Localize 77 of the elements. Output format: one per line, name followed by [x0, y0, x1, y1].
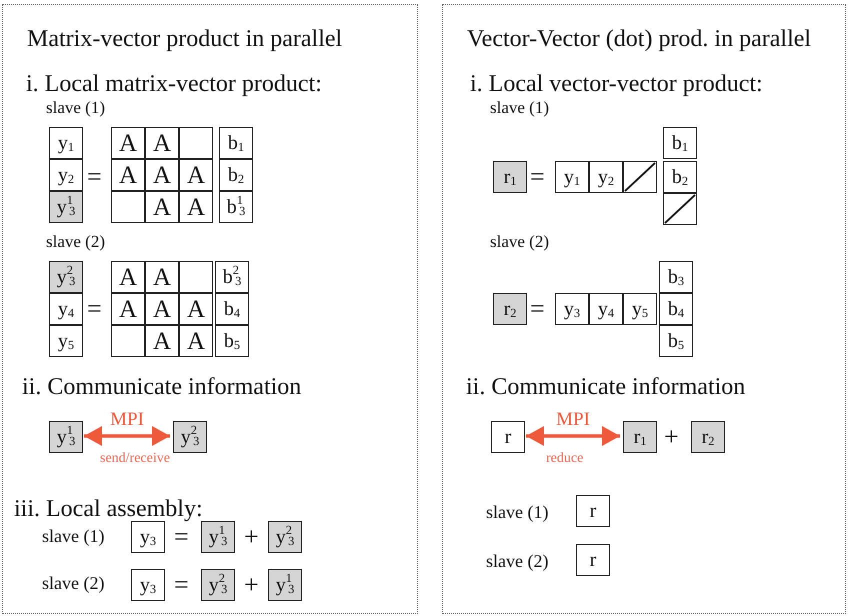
math-operator: +: [244, 572, 259, 598]
value-box: r$_{1}$: [623, 421, 657, 453]
value-box: r$_{1}$: [493, 161, 527, 193]
matrix-cell: b$_{4}$: [215, 293, 249, 325]
matrix-cell: y$_{3}$: [555, 293, 589, 325]
value-box: r: [576, 495, 610, 527]
matrix-cell: A: [145, 191, 179, 223]
dotted-panel: [442, 4, 846, 614]
step-text: i. Local vector-vector product:: [470, 72, 763, 96]
matrix-cell: A: [111, 293, 145, 325]
matrix-cell: y$_{2}$: [49, 159, 83, 191]
matrix-cell: b$_{3}$: [659, 261, 693, 293]
matrix-cell: y$_{1}$: [555, 161, 589, 193]
value-box: y$_{3}$: [131, 521, 165, 553]
edge-note: send/receive: [100, 452, 170, 466]
matrix-cell: A: [179, 325, 213, 357]
matrix-cell: A: [179, 159, 213, 191]
matrix-cell: A: [145, 293, 179, 325]
value-box: r$_{2}$: [493, 293, 527, 325]
step-text: slave (1): [486, 503, 548, 521]
matrix-cell: y$_{4}$: [49, 293, 83, 325]
matrix-cell: b$_{5}$: [215, 325, 249, 357]
math-operator: =: [174, 572, 189, 598]
panel-title: Vector-Vector (dot) prod. in parallel: [467, 27, 812, 51]
matrix-cell: y$_{5}$: [49, 325, 83, 357]
step-text: slave (1): [490, 99, 550, 116]
step-text: ii. Communicate information: [466, 375, 746, 399]
value-box: r: [491, 421, 525, 453]
math-operator: =: [87, 164, 102, 190]
matrix-cell: [179, 127, 213, 159]
matrix-cell: b$_{2}$: [219, 159, 253, 191]
matrix-cell: A: [111, 159, 145, 191]
step-text: slave (2): [42, 574, 104, 592]
math-operator: =: [530, 164, 545, 190]
matrix-cell: [111, 191, 145, 223]
math-operator: =: [87, 296, 102, 322]
matrix-cell: A: [145, 159, 179, 191]
matrix-cell: [179, 261, 213, 293]
matrix-cell: b$_{4}$: [659, 293, 693, 325]
step-text: slave (1): [46, 99, 106, 116]
matrix-cell: [111, 325, 145, 357]
matrix-cell: A: [179, 191, 213, 223]
panel-title: Matrix-vector product in parallel: [27, 27, 342, 51]
step-text: ii. Communicate information: [22, 375, 302, 399]
value-box: r: [576, 544, 610, 576]
math-operator: =: [174, 524, 189, 550]
double-arrow: [84, 426, 170, 446]
matrix-cell: y$_{5}$: [623, 293, 657, 325]
math-operator: +: [244, 524, 259, 550]
step-text: slave (2): [46, 233, 106, 250]
double-arrow: [526, 426, 620, 446]
matrix-cell: b$_{1}$: [219, 127, 253, 159]
matrix-cell: y$_{4}$: [589, 293, 623, 325]
matrix-cell: A: [111, 127, 145, 159]
matrix-cell: y$_{1}$: [49, 127, 83, 159]
dotted-panel: [2, 4, 418, 614]
struck-out-cell: [623, 161, 657, 193]
math-operator: =: [530, 296, 545, 322]
matrix-cell: A: [145, 127, 179, 159]
matrix-cell: b$_{2}$: [663, 161, 697, 193]
value-box: y$_{3}$: [131, 569, 165, 601]
matrix-cell: A: [111, 261, 145, 293]
math-operator: +: [664, 424, 679, 450]
value-box: r$_{2}$: [691, 421, 725, 453]
matrix-cell: b$_{5}$: [659, 325, 693, 357]
matrix-cell: b$_{1}$: [663, 127, 697, 159]
edge-note: reduce: [546, 452, 584, 466]
matrix-cell: A: [145, 325, 179, 357]
step-text: slave (2): [486, 552, 548, 570]
step-text: iii. Local assembly:: [14, 497, 203, 521]
matrix-cell: y$_{2}$: [589, 161, 623, 193]
struck-out-cell: [663, 193, 697, 225]
step-text: slave (1): [42, 527, 104, 545]
step-text: i. Local matrix-vector product:: [26, 72, 322, 96]
matrix-cell: A: [145, 261, 179, 293]
matrix-cell: A: [179, 293, 213, 325]
step-text: slave (2): [490, 233, 550, 250]
